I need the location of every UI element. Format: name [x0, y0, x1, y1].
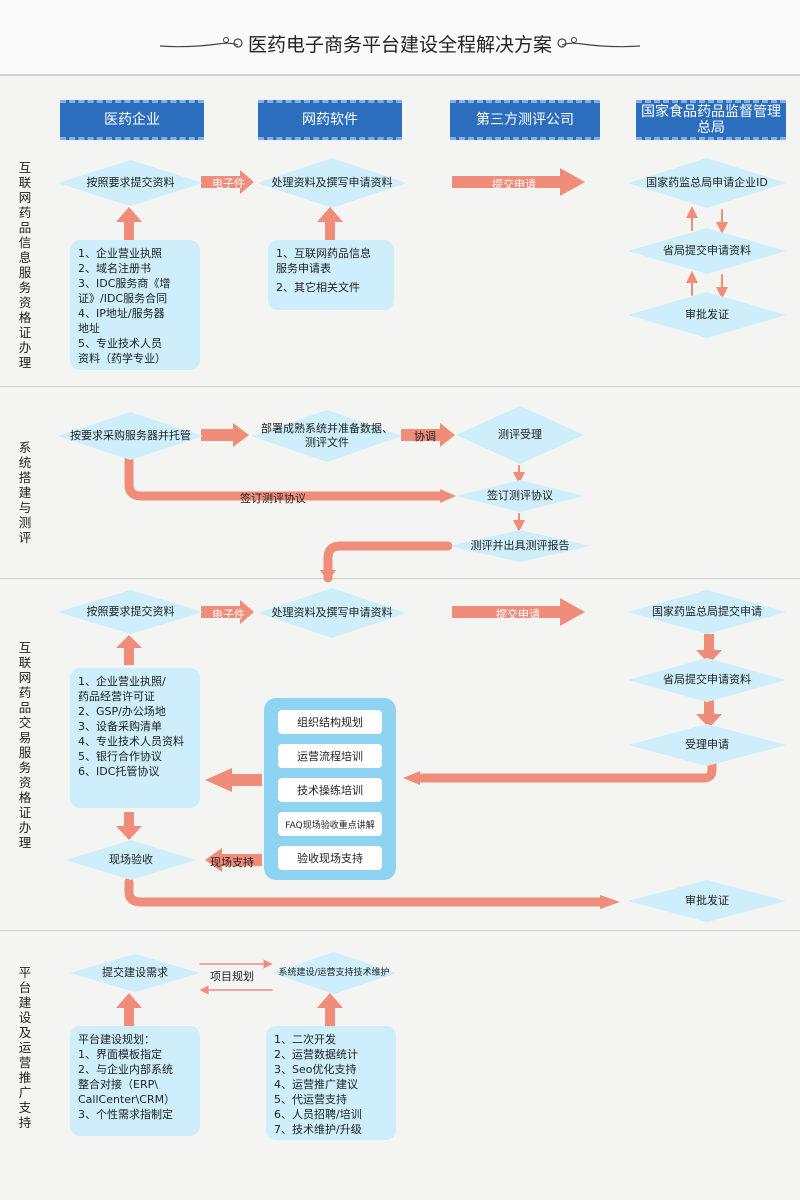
- support-item-tech-training: 技术操练培训: [278, 778, 382, 802]
- left-ornament-icon: [159, 37, 243, 48]
- diamond-eval-report: 测评并出具测评报告: [450, 530, 590, 562]
- label-apply-2: 提交申请: [496, 608, 540, 621]
- diamond-purchase-server: 按要求采购服务器并托管: [58, 412, 203, 460]
- header-fda: 国家食品药品监督管理总局: [636, 100, 786, 140]
- diamond-submit-docs-2: 按照要求提交资料: [58, 590, 203, 634]
- label-project-plan: 项目规划: [210, 970, 254, 983]
- section-divider: [0, 386, 800, 387]
- diamond-provincial: 省局提交申请资料: [628, 228, 786, 274]
- section-label-system-build: 系统搭建与测评: [18, 440, 32, 545]
- diamond-deploy-system: 部署成熟系统并准备数据、测评文件: [252, 410, 402, 462]
- support-item-onsite: 验收现场支持: [278, 846, 382, 870]
- label-sign-agreement: 签订测评协议: [240, 492, 306, 505]
- diamond-sign-agreement: 签订测评协议: [456, 480, 584, 512]
- header-software: 网药软件: [258, 100, 402, 140]
- title-bar: [0, 0, 800, 76]
- section-label-platform-support: 平台建设及运营推广支持: [18, 965, 32, 1130]
- label-apply: 提交申请: [492, 178, 536, 191]
- section-divider: [0, 930, 800, 931]
- diamond-enterprise-id: 国家药监总局申请企业ID: [628, 158, 786, 208]
- support-item-faq: FAQ现场验收重点讲解: [278, 812, 382, 836]
- label-email-2: 电子件: [212, 608, 245, 621]
- docs-list-software: 1、互联网药品信息服务申请表 2、其它相关文件: [268, 240, 394, 310]
- section-label-info-license: 互联网药品信息服务资格证办理: [18, 160, 32, 370]
- label-email: 电子件: [212, 177, 245, 190]
- label-onsite-support: 现场支持: [210, 856, 254, 869]
- diamond-eval-accept: 测评受理: [456, 406, 584, 464]
- page-title: 医药电子商务平台建设全程解决方案: [247, 34, 552, 56]
- section-label-trade-license: 互联网药品交易服务资格证办理: [18, 640, 32, 850]
- diamond-onsite-check: 现场验收: [66, 840, 196, 880]
- diamond-process-docs: 处理资料及撰写申请资料: [258, 158, 406, 208]
- support-item-org-planning: 组织结构规划: [278, 710, 382, 734]
- diamond-submit-docs: 按照要求提交资料: [58, 160, 203, 206]
- header-pharma-enterprise: 医药企业: [60, 100, 204, 140]
- section-divider: [0, 578, 800, 579]
- diamond-approve: 审批发证: [628, 292, 786, 338]
- header-third-party: 第三方测评公司: [450, 100, 600, 140]
- diamond-accept-apply: 受理申请: [628, 724, 786, 766]
- diamond-submit-needs: 提交建设需求: [70, 954, 200, 992]
- diamond-system-build: 系统建设/运营支持技术维护: [272, 952, 396, 994]
- diamond-process-docs-2: 处理资料及撰写申请资料: [258, 588, 406, 638]
- diamond-national-apply: 国家药监总局提交申请: [628, 590, 786, 634]
- label-coordinate: 协调: [414, 430, 436, 443]
- support-item-ops-training: 运营流程培训: [278, 744, 382, 768]
- right-ornament-icon: [557, 37, 641, 48]
- diamond-provincial-2: 省局提交申请资料: [628, 658, 786, 702]
- diamond-approve-2: 审批发证: [628, 880, 786, 922]
